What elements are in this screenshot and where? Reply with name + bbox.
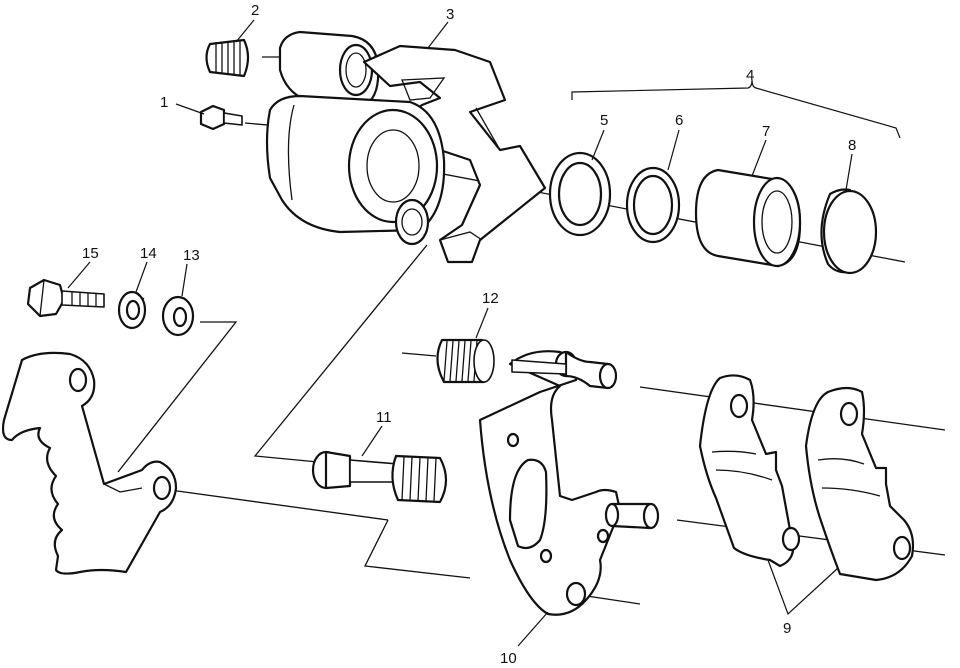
label-part-4: 4: [746, 67, 754, 84]
label-part-15: 15: [82, 245, 99, 262]
part-2-plug: [205, 38, 250, 78]
part-9-pad-outer: [804, 386, 915, 582]
label-part-14: 14: [140, 245, 157, 262]
part-8-cap: [820, 188, 878, 275]
label-part-7: 7: [762, 123, 770, 140]
part-10-bracket: [478, 350, 660, 616]
part-6-ring: [625, 166, 681, 244]
part-13-washer: [161, 295, 195, 337]
part-15-bolt: [26, 278, 105, 318]
label-part-11: 11: [376, 409, 392, 426]
label-part-5: 5: [600, 112, 608, 129]
label-part-6: 6: [675, 112, 683, 129]
label-part-12: 12: [482, 290, 499, 307]
label-part-10: 10: [500, 650, 517, 667]
label-part-2: 2: [251, 2, 259, 19]
part-3-caliper-body: [265, 30, 547, 264]
part-9-pad-inner: [698, 374, 801, 568]
group-4-bracket: [571, 79, 901, 139]
label-part-8: 8: [848, 137, 856, 154]
part-14-lock-washer: [117, 290, 147, 330]
mounting-knuckle: [1, 351, 178, 575]
part-5-seal: [548, 151, 612, 237]
callout-labels: 1 2 3 4 5 6 7 8 9 10 11 12 13 14 15: [82, 2, 856, 667]
part-1-bleed-screw: [199, 104, 243, 131]
label-part-13: 13: [183, 247, 200, 264]
part-11-pin: [311, 450, 448, 504]
label-part-1: 1: [160, 94, 168, 111]
label-part-9: 9: [783, 620, 791, 637]
label-part-3: 3: [446, 6, 454, 23]
part-7-piston: [694, 168, 802, 268]
leader-lines: [67, 19, 853, 647]
part-12-bushing: [436, 338, 495, 384]
